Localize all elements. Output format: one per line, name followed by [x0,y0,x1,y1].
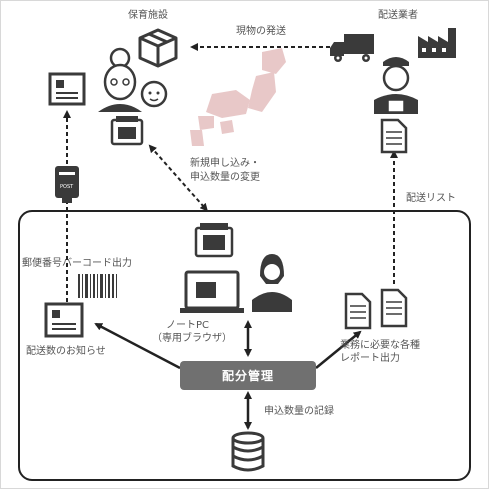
japan-map-icon [190,48,286,146]
delivery-worker-icon [374,57,418,114]
phone-icon-top [110,116,144,146]
laptop-icon [180,270,244,313]
grandmother-icon [98,47,142,112]
package-icon [138,28,178,68]
reports-label-line1: 業務に必要な各種 [340,340,420,351]
barcode-icon [78,274,117,298]
postcard-icon-bottom [44,302,84,338]
laptop-label-line1: ノートPC [166,320,210,331]
system-boundary [18,210,471,481]
reports-label-line2: レポート出力 [340,353,400,364]
delivery-list-document-icon [380,118,408,154]
nursery-label: 保育施設 [128,10,168,21]
postbox-icon [55,166,79,203]
laptop-label-line2: （専用ブラウザ） [152,333,232,344]
baby-icon [140,80,168,108]
report-document-icon-2 [380,288,408,328]
postbox-label: POST [60,184,74,190]
barcode-label: 郵便番号バーコード出力 [22,258,132,269]
application-label-line2: 申込数量の変更 [190,172,260,183]
application-label-line1: 新規申し込み・ [190,158,260,169]
notice-label: 配送数のお知らせ [26,346,106,357]
postcard-icon-top [48,72,86,106]
report-arrow [315,330,362,369]
factory-icon [418,28,456,58]
operator-icon [252,254,292,312]
delivery-list-label: 配送リスト [406,193,456,204]
allocation-management-box: 配分管理 [180,361,316,390]
notice-arrow [94,322,181,370]
record-label: 申込数量の記録 [264,406,334,417]
database-icon [231,431,265,472]
phone-icon-bottom [194,223,234,258]
shipping-label: 現物の発送 [236,26,286,37]
report-document-icon-1 [344,292,372,330]
truck-icon [330,34,374,62]
vendor-label: 配送業者 [378,10,418,21]
